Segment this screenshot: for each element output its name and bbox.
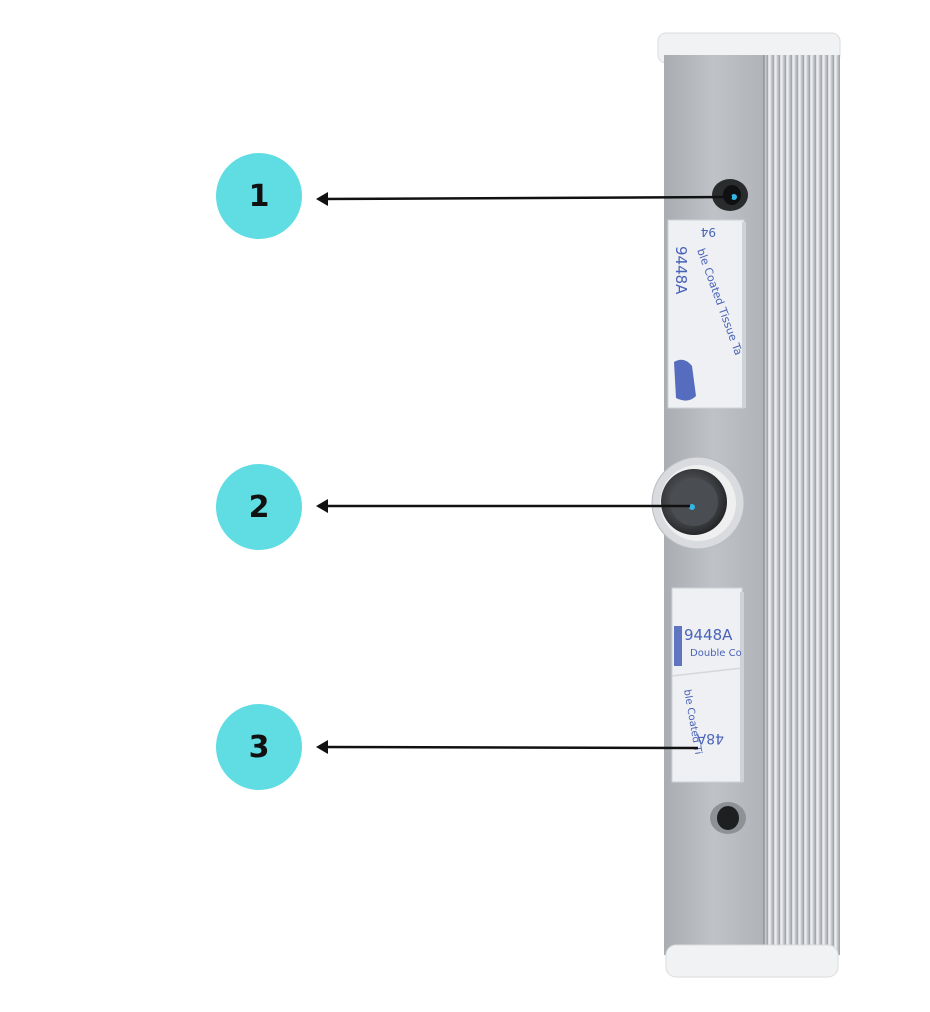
arrow-1 — [316, 192, 733, 206]
arrow-1-head — [316, 192, 328, 206]
tape-lower-code-mirrored: 48A — [696, 730, 724, 746]
push-button — [651, 456, 745, 550]
arrow-3-head — [316, 740, 328, 754]
tape-upper-code-fragment: 94 — [701, 225, 716, 239]
indicator-dot-2 — [689, 504, 695, 510]
callout-label-2: 2 — [248, 489, 270, 525]
bottom-end-cap — [665, 944, 839, 978]
lower-adhesive-tape: 9448A Double Co ble Coated Ti 48A — [671, 587, 744, 783]
tape-logo-fragment — [674, 359, 696, 401]
tape-lower-code: 9448A — [684, 626, 733, 644]
callout-label-3: 3 — [248, 729, 270, 765]
tape-lower-desc: Double Co — [690, 648, 742, 659]
tape-upper-code: 9448A — [672, 246, 690, 295]
callout-label-1: 1 — [248, 178, 270, 214]
ribbed-side — [762, 55, 840, 955]
led-indicator — [712, 179, 748, 211]
arrow-3 — [316, 740, 699, 754]
mounting-slot — [710, 802, 746, 834]
arrow-2 — [316, 499, 690, 513]
callout-badge-2: 2 — [216, 464, 302, 550]
arrow-2-head — [316, 499, 328, 513]
callout-badge-1: 1 — [216, 153, 302, 239]
indicator-dot-1 — [731, 194, 737, 200]
upper-adhesive-tape: 9448A ble Coated Tissue Ta 94 — [667, 219, 746, 409]
callout-badge-3: 3 — [216, 704, 302, 790]
tape-lower-logo-fragment — [674, 626, 682, 666]
